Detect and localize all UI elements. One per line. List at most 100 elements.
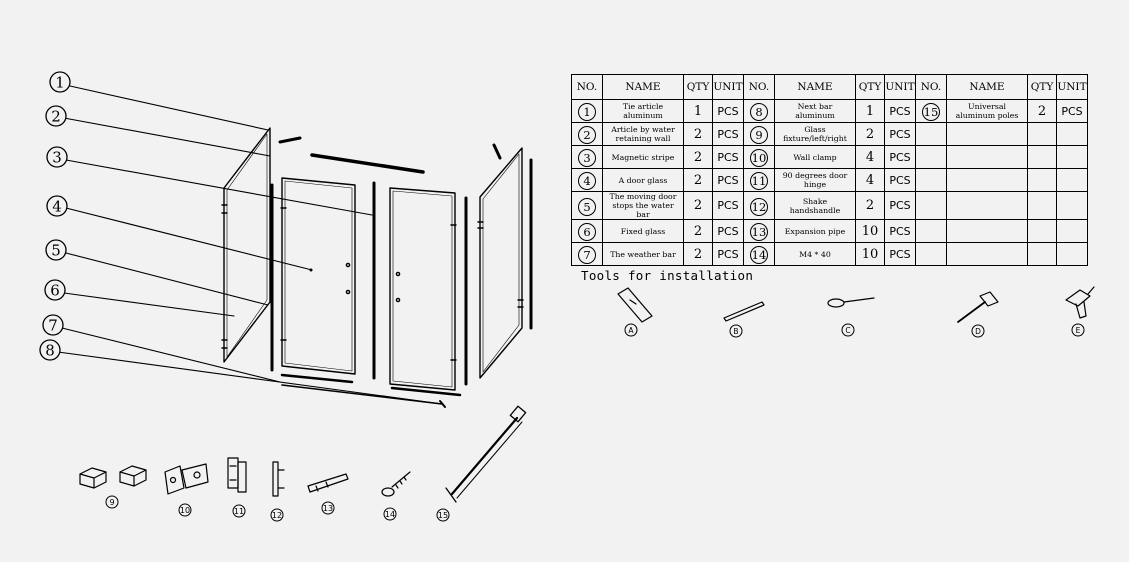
table-header-row: NO. NAME QTY UNIT NO. NAME QTY UNIT NO. … (571, 74, 1088, 100)
cell-name: Next bar aluminum (774, 99, 856, 123)
cell-name (946, 168, 1028, 192)
item-number-badge: 10 (750, 149, 768, 167)
cell-unit: PCS (884, 191, 916, 220)
tool-label-a: A (624, 323, 638, 337)
tie-bar-short (278, 136, 302, 144)
fixed-glass-left (221, 127, 271, 363)
callout-8: 8 (39, 339, 61, 361)
cell-name (946, 242, 1028, 266)
cell-unit: PCS (712, 145, 744, 169)
callout-markers: 1 2 3 4 5 6 7 8 (39, 71, 71, 361)
svg-text:14: 14 (385, 510, 395, 519)
cell-qty (1027, 191, 1057, 220)
cell-qty (1027, 145, 1057, 169)
door-hinge-icon (164, 463, 209, 495)
tools-title: Tools for installation (581, 268, 754, 283)
svg-text:13: 13 (323, 504, 333, 513)
svg-text:15: 15 (438, 511, 448, 520)
screw-icon (381, 471, 411, 497)
cell-no: 8 (743, 99, 775, 123)
callout-5: 5 (45, 239, 67, 261)
part-name: 90 degrees door hinge (782, 171, 848, 189)
svg-text:A: A (628, 326, 634, 335)
cell-name: M4 * 40 (774, 242, 856, 266)
svg-text:5: 5 (51, 242, 61, 260)
fixed-glass-right (477, 147, 524, 379)
handle-bar-icon (272, 461, 285, 497)
pencil-icon (723, 301, 765, 322)
electric-drill-icon (1065, 286, 1095, 319)
cell-name: Expansion pipe (774, 219, 856, 243)
part-name: A door glass (618, 175, 668, 185)
svg-text:8: 8 (45, 342, 55, 360)
cell-unit: PCS (884, 145, 916, 169)
svg-text:E: E (1076, 326, 1081, 335)
cell-name: Universal aluminum poles (946, 99, 1028, 123)
tool-labels: A B C D E (624, 323, 1085, 338)
cell-name: Glass fixture/left/right (774, 122, 856, 146)
cell-name: The moving door stops the water bar (602, 191, 684, 220)
callout-4: 4 (46, 195, 68, 217)
part-name: Article by water retaining wall (611, 125, 675, 143)
header-qty: QTY (855, 74, 885, 100)
cell-qty: 10 (855, 219, 885, 243)
cell-unit: PCS (884, 99, 916, 123)
cell-unit: PCS (712, 99, 744, 123)
cell-qty (1027, 219, 1057, 243)
cell-name: Fixed glass (602, 219, 684, 243)
callout-3: 3 (46, 146, 68, 168)
svg-text:2: 2 (51, 108, 61, 126)
cell-no: 7 (571, 242, 603, 266)
cell-no: 14 (743, 242, 775, 266)
part-name: Magnetic stripe (611, 152, 675, 162)
cell-name: Shake handshandle (774, 191, 856, 220)
shake-handle-icon (227, 457, 247, 493)
cell-name (946, 219, 1028, 243)
screwdriver-icon (827, 297, 875, 308)
part-label-14: 14 (383, 507, 397, 521)
cell-unit: PCS (1056, 99, 1088, 123)
cell-no (915, 191, 947, 220)
cell-qty (1027, 242, 1057, 266)
door-glass-right (389, 187, 457, 391)
part-label-12: 12 (270, 508, 284, 522)
cell-qty: 2 (683, 191, 713, 220)
cell-name (946, 191, 1028, 220)
cell-name: The weather bar (602, 242, 684, 266)
cell-no (915, 122, 947, 146)
cell-name: Tie article aluminum (602, 99, 684, 123)
svg-text:11: 11 (234, 507, 244, 516)
small-part-labels: 9 10 11 12 13 14 15 (105, 495, 450, 522)
svg-text:3: 3 (52, 149, 62, 167)
part-name: Universal aluminum poles (955, 102, 1019, 120)
cell-qty: 4 (855, 168, 885, 192)
universal-pole-icon (445, 405, 527, 503)
tool-label-e: E (1071, 323, 1085, 337)
cell-no: 3 (571, 145, 603, 169)
tool-label-b: B (729, 324, 743, 338)
svg-text:1: 1 (55, 74, 65, 92)
cell-qty: 2 (855, 191, 885, 220)
cell-unit (1056, 122, 1088, 146)
cell-no (915, 219, 947, 243)
wall-clamp-icon (79, 465, 147, 489)
cell-unit: PCS (712, 168, 744, 192)
header-no: NO. (915, 74, 947, 100)
callout-6: 6 (44, 279, 66, 301)
cell-name: Wall clamp (774, 145, 856, 169)
cell-unit (1056, 191, 1088, 220)
svg-text:C: C (845, 326, 850, 335)
item-number-badge: 9 (750, 126, 768, 144)
item-number-badge: 11 (750, 172, 768, 190)
part-name: Glass fixture/left/right (783, 125, 847, 143)
header-name: NAME (946, 74, 1028, 100)
door-glass-left (280, 177, 356, 375)
svg-text:6: 6 (50, 282, 60, 300)
part-name: Next bar aluminum (795, 102, 835, 120)
part-name: M4 * 40 (799, 249, 831, 259)
weather-bar-left (280, 373, 354, 384)
cell-unit: PCS (712, 122, 744, 146)
